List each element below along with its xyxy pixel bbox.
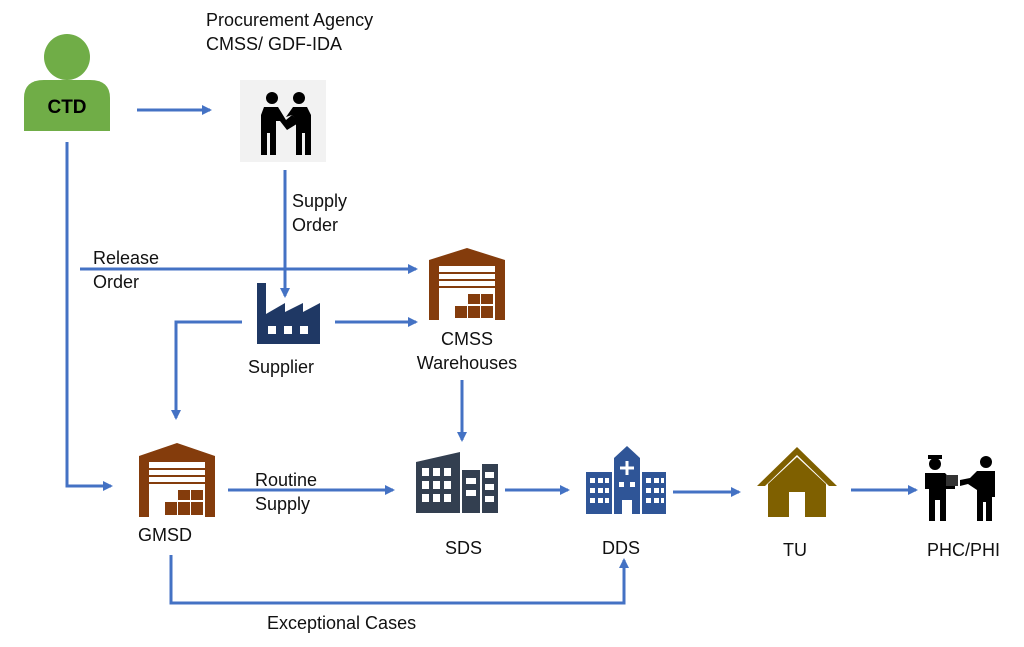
gmsd-label: GMSD [138, 525, 192, 545]
ctd-label: CTD [47, 97, 86, 118]
tu-house-icon [757, 447, 837, 517]
handshake-icon [240, 80, 326, 162]
dds-hospital-icon [586, 446, 666, 514]
sds-building-icon [416, 452, 498, 513]
release-order-label-line1: Release [93, 248, 160, 268]
factory-icon [257, 283, 320, 344]
cmss-warehouse-icon [429, 248, 505, 320]
dds-label: DDS [602, 538, 641, 558]
arrow-supplier-to-gmsd [171, 320, 242, 420]
arrow-exceptional-cases [169, 555, 629, 605]
delivery-handover-icon [925, 455, 995, 521]
exceptional-cases-label: Exceptional Cases [267, 613, 417, 633]
tu-label: TU [783, 540, 807, 560]
ctd-person-icon [24, 34, 110, 131]
cmss-label-line2: Warehouses [416, 353, 518, 373]
routine-supply-label-line2: Supply [255, 494, 311, 514]
gmsd-warehouse-icon [139, 443, 215, 517]
phc-phi-label: PHC/PHI [927, 540, 1001, 560]
arrow-ctd-to-gmsd [65, 142, 113, 491]
procurement-agency-label: Procurement Agency [206, 10, 374, 30]
supply-order-label-line1: Supply [292, 191, 348, 211]
supply-order-label-line2: Order [292, 215, 339, 235]
release-order-label-line2: Order [93, 272, 140, 292]
supplier-label: Supplier [248, 357, 315, 377]
procurement-agency-sublabel: CMSS/ GDF-IDA [206, 34, 343, 54]
routine-supply-label-line1: Routine [255, 470, 318, 490]
cmss-label-line1: CMSS [440, 329, 493, 349]
sds-label: SDS [445, 538, 483, 558]
arrows [65, 105, 918, 605]
